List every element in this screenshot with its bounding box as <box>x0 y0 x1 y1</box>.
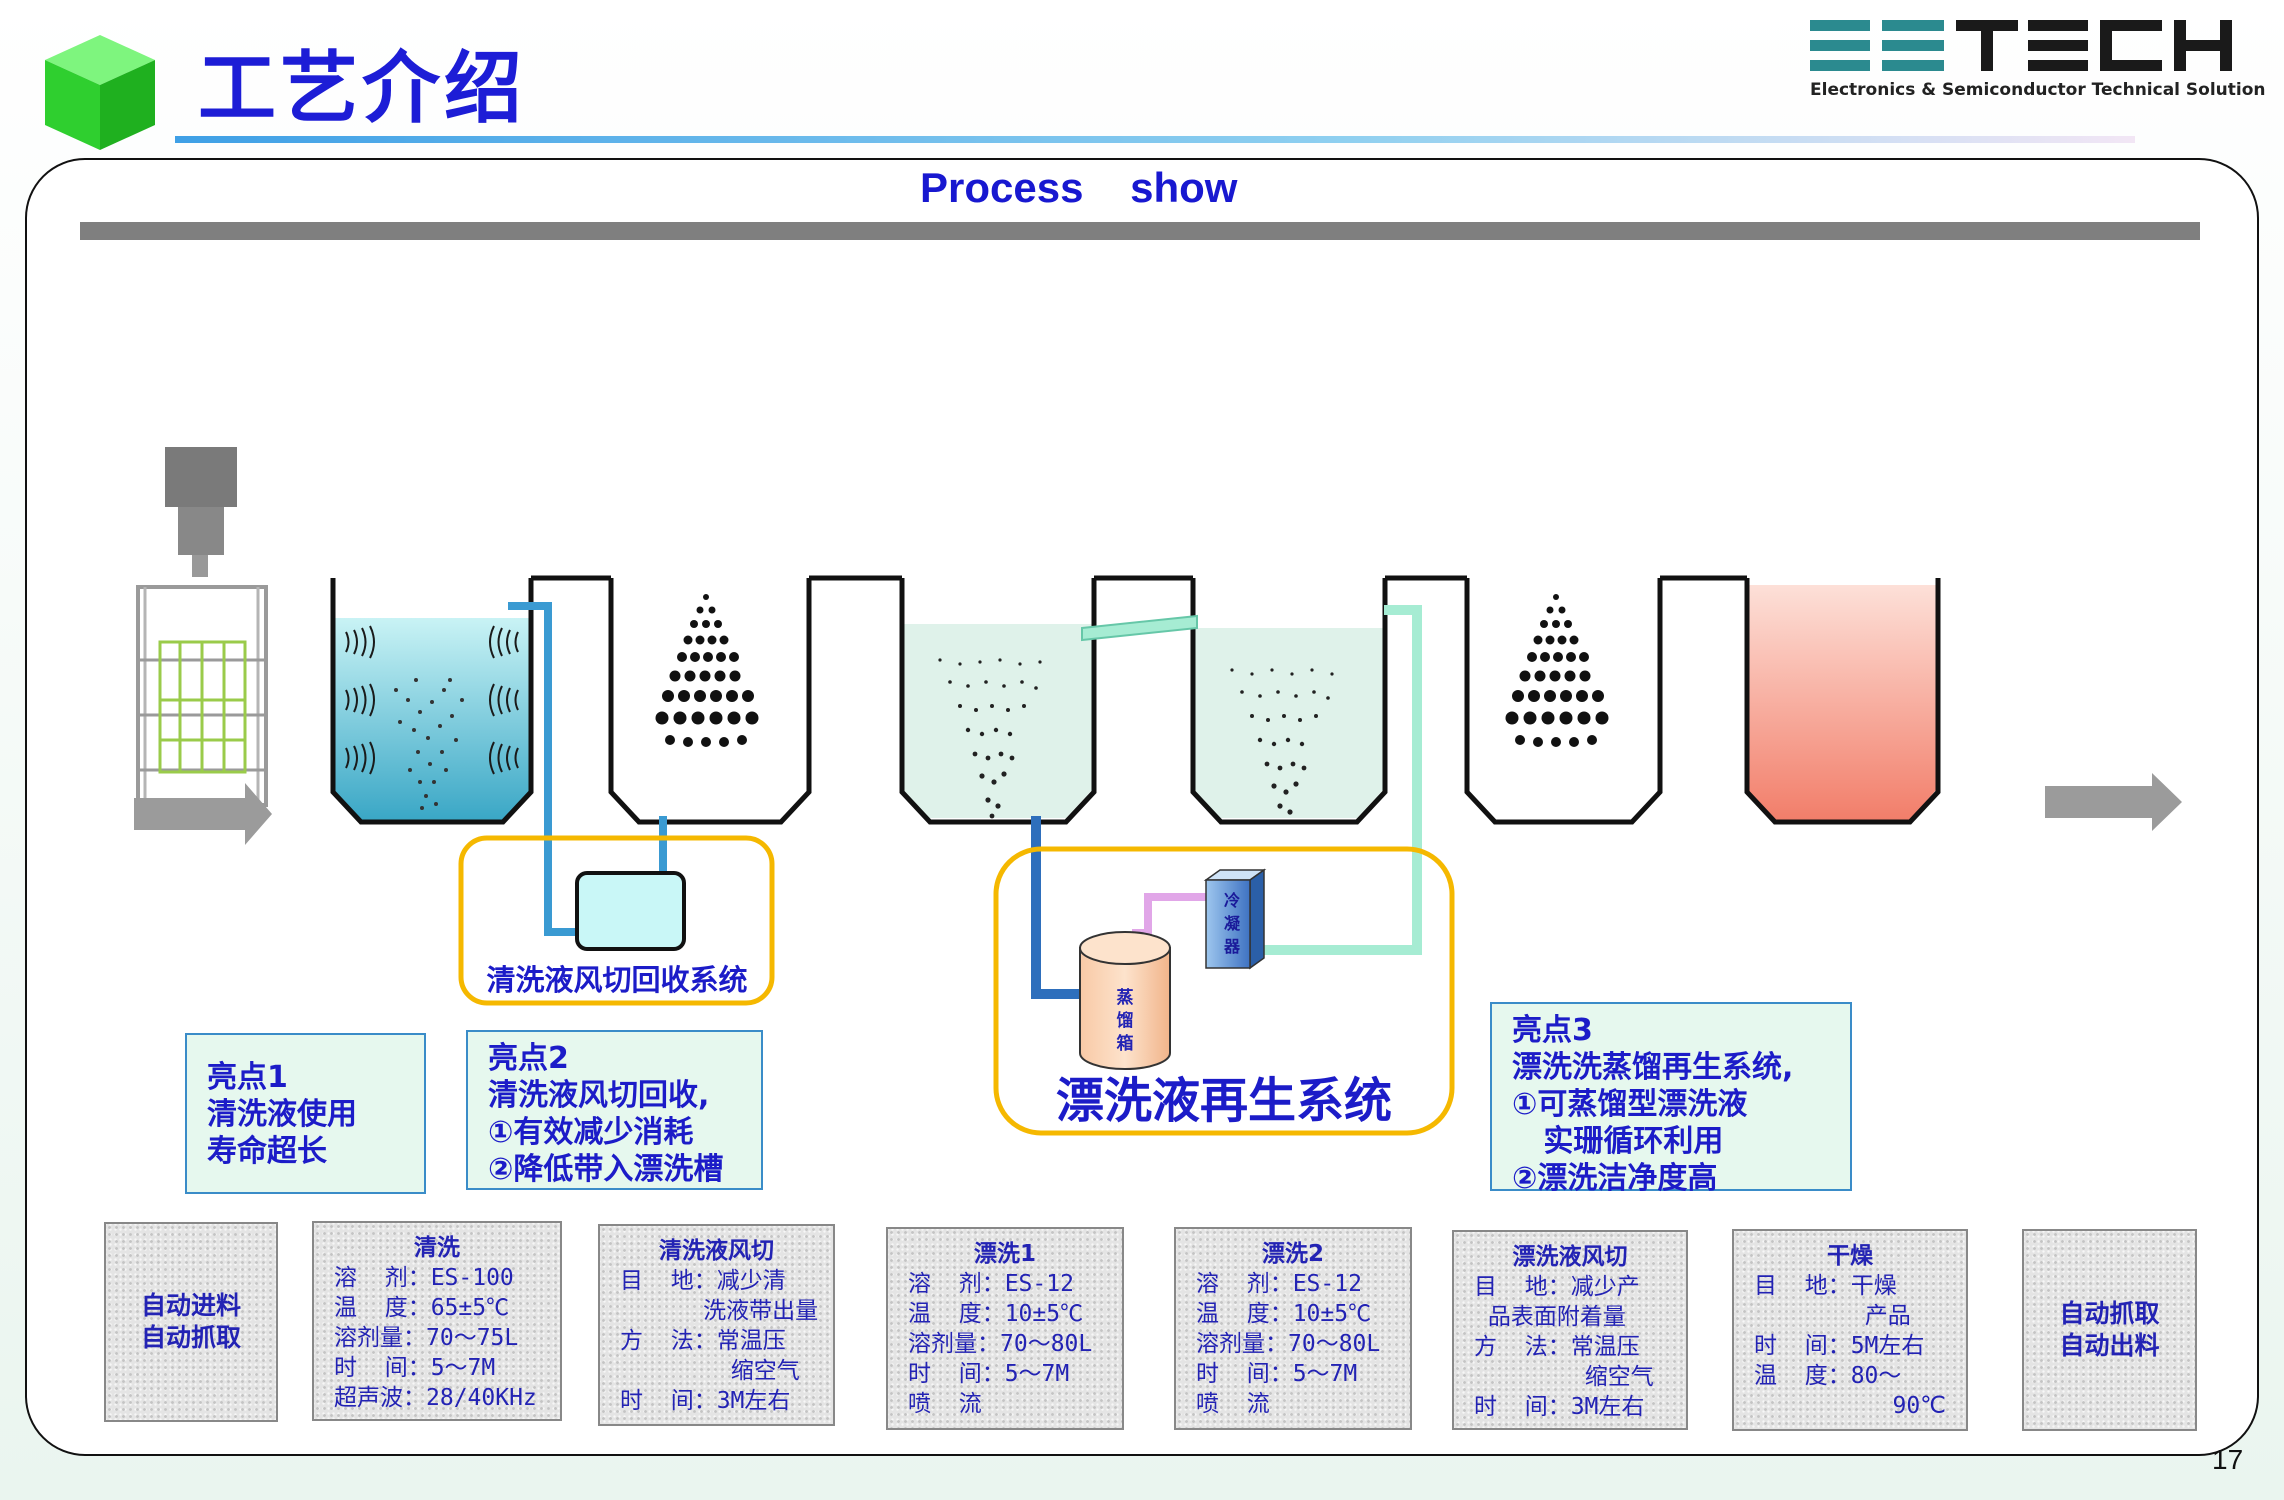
station-line: 溶剂量：70～80L <box>1196 1331 1381 1357</box>
station-line: 时 间：3M左右 <box>620 1388 791 1414</box>
recovery-tank <box>575 871 686 951</box>
tank-outline <box>330 578 1941 825</box>
station-card-rinse-airknife: 漂洗液风切 目 地：减少产 品表面附着量 方 法：常温压 缩空气 时 间：3M左… <box>1452 1230 1688 1430</box>
rinse-transfer-pipe <box>1081 614 1198 642</box>
station-title: 干燥 <box>1827 1243 1873 1269</box>
station-line: 自动进料 <box>140 1291 241 1320</box>
station-title: 漂洗1 <box>973 1241 1036 1267</box>
station-line: 喷 流 <box>1196 1391 1270 1417</box>
station-line: 溶 剂：ES-12 <box>1196 1271 1362 1297</box>
page-number: 17 <box>2212 1444 2244 1475</box>
distill-barrel <box>1079 931 1171 1070</box>
station-line: 超声波：28/40KHz <box>334 1385 537 1411</box>
rinse2-liquid <box>1193 628 1383 818</box>
station-line: 自动抓取 <box>2059 1299 2160 1328</box>
highlight-2-line: 清洗液风切回收, <box>488 1078 710 1113</box>
station-card-wash-airknife: 清洗液风切 目 地：减少清 洗液带出量 方 法：常温压 缩空气 时 间：3M左右 <box>598 1224 835 1426</box>
station-line: 方 法：常温压 <box>620 1328 786 1354</box>
highlight-1-line: 亮点1 <box>207 1060 288 1095</box>
air-knife-spray-2 <box>1505 594 1609 747</box>
rinse1-liquid <box>902 624 1092 818</box>
station-title: 漂洗2 <box>1261 1241 1324 1267</box>
station-title: 清洗 <box>414 1235 460 1261</box>
cube-logo-icon <box>45 35 155 150</box>
recovery-system-label: 清洗液风切回收系统 <box>486 963 747 997</box>
station-line: 时 间：5M左右 <box>1754 1333 1925 1359</box>
highlight-1-line: 寿命超长 <box>207 1134 327 1169</box>
highlight-2: 亮点2 清洗液风切回收, ①有效减少消耗 ②降低带入漂洗槽 <box>466 1030 763 1190</box>
highlight-3-line: 亮点3 <box>1512 1013 1593 1048</box>
station-line: 温 度：80～ <box>1754 1363 1902 1389</box>
station-title: 漂洗液风切 <box>1512 1244 1628 1270</box>
station-line: 溶剂量：70～75L <box>334 1325 519 1351</box>
station-line: 目 地：减少清 <box>620 1268 786 1294</box>
station-line: 缩空气 <box>620 1358 800 1384</box>
highlight-3-line: ①可蒸馏型漂洗液 <box>1512 1087 1748 1122</box>
station-card-wash: 清洗 溶 剂：ES-100 温 度：65±5℃ 溶剂量：70～75L 时 间：5… <box>312 1221 562 1421</box>
recovery-system-frame <box>458 835 775 1006</box>
divider-bar <box>80 222 2200 240</box>
highlight-1-line: 清洗液使用 <box>207 1097 357 1132</box>
distill-label-3: 箱 <box>1117 1033 1134 1054</box>
condenser-label-2: 凝 <box>1224 914 1241 933</box>
loader-basket <box>136 447 268 807</box>
page-title: 工艺介绍 <box>198 44 527 134</box>
highlight-3-line: 漂洗洗蒸馏再生系统, <box>1512 1050 1794 1085</box>
estech-logo <box>1810 20 2232 71</box>
station-card-load: 自动进料 自动抓取 <box>104 1222 278 1422</box>
condenser-label-1: 冷 <box>1224 891 1240 910</box>
highlight-3-line: ②漂洗洁净度高 <box>1512 1161 1718 1196</box>
station-line: 时 间：5～7M <box>1196 1361 1358 1387</box>
condenser <box>1203 868 1267 970</box>
highlight-3-line: 实珊循环利用 <box>1512 1124 1724 1159</box>
process-subtitle: Process show <box>920 164 1238 211</box>
station-card-rinse1: 漂洗1 溶 剂：ES-12 温 度：10±5℃ 溶剂量：70～80L 时 间：5… <box>886 1227 1124 1430</box>
title-underline <box>175 136 2135 143</box>
logo-subtitle: Electronics & Semiconductor Technical So… <box>1810 80 2266 100</box>
station-line: 缩空气 <box>1474 1364 1654 1390</box>
station-line: 溶 剂：ES-12 <box>908 1271 1074 1297</box>
highlight-2-line: ①有效减少消耗 <box>488 1115 694 1150</box>
station-title: 清洗液风切 <box>659 1238 774 1264</box>
station-line: 时 间：5～7M <box>908 1361 1070 1387</box>
station-line: 溶剂量：70～80L <box>908 1331 1093 1357</box>
in-arrow-icon <box>134 783 272 845</box>
station-card-dry: 干燥 目 地：干燥 产品 时 间：5M左右 温 度：80～ 90℃ <box>1732 1229 1968 1431</box>
regen-system-label: 漂洗液再生系统 <box>1056 1073 1392 1129</box>
station-line: 90℃ <box>1754 1393 1946 1419</box>
regen-system-frame <box>993 846 1455 1136</box>
rinse-spray-1 <box>938 658 1042 819</box>
distill-label-1: 蒸 <box>1117 988 1134 1008</box>
station-card-rinse2: 漂洗2 溶 剂：ES-12 温 度：10±5℃ 溶剂量：70～80L 时 间：5… <box>1174 1227 1412 1430</box>
station-line: 温 度：65±5℃ <box>334 1295 510 1321</box>
air-knife-spray-1 <box>655 594 759 747</box>
station-line: 洗液带出量 <box>620 1298 819 1324</box>
recovery-pipes <box>508 602 667 936</box>
station-line: 方 法：常温压 <box>1474 1334 1640 1360</box>
station-line: 产品 <box>1754 1303 1911 1329</box>
highlight-2-line: ②降低带入漂洗槽 <box>488 1152 724 1187</box>
station-line: 自动出料 <box>2059 1331 2160 1360</box>
highlight-3: 亮点3 漂洗洗蒸馏再生系统, ①可蒸馏型漂洗液 实珊循环利用 ②漂洗洁净度高 <box>1490 1002 1852 1196</box>
station-line: 溶 剂：ES-100 <box>334 1265 514 1291</box>
station-line: 目 地：减少产 <box>1474 1274 1640 1300</box>
dryer-tank <box>1747 585 1936 820</box>
station-line: 品表面附着量 <box>1474 1304 1626 1330</box>
station-line: 温 度：10±5℃ <box>1196 1301 1372 1327</box>
condenser-label-3: 器 <box>1223 937 1241 956</box>
highlight-2-line: 亮点2 <box>488 1041 569 1076</box>
station-card-unload: 自动抓取 自动出料 <box>2022 1229 2197 1431</box>
station-line: 目 地：干燥 <box>1754 1273 1897 1299</box>
station-line: 喷 流 <box>908 1391 982 1417</box>
rinse-spray-2 <box>1230 668 1334 815</box>
station-line: 时 间：5～7M <box>334 1355 496 1381</box>
station-line: 温 度：10±5℃ <box>908 1301 1084 1327</box>
station-line: 自动抓取 <box>140 1323 241 1352</box>
wash-tank <box>333 618 531 820</box>
out-arrow-icon <box>2045 773 2182 831</box>
station-line: 时 间：3M左右 <box>1474 1394 1645 1420</box>
distill-label-2: 馏 <box>1117 1010 1134 1031</box>
highlight-1: 亮点1 清洗液使用 寿命超长 <box>185 1033 426 1194</box>
